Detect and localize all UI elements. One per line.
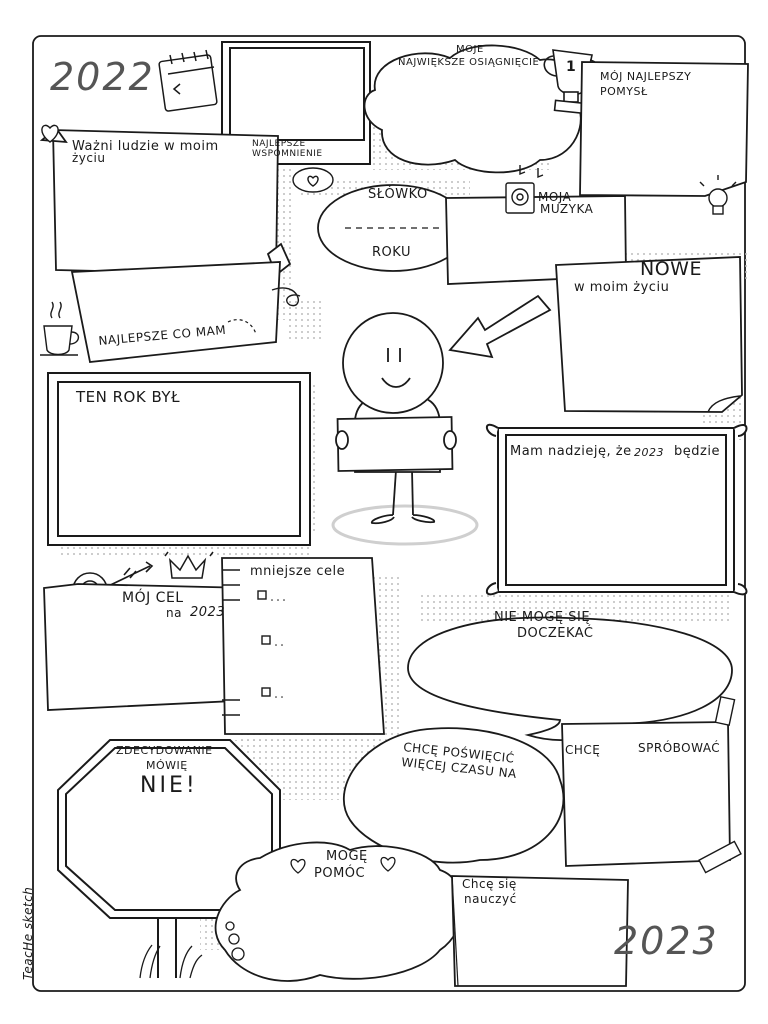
- new-label-1: Nowe: [640, 258, 702, 280]
- heart-speech-bubble: [292, 167, 334, 193]
- brand-label: TeacHe sketch: [21, 886, 35, 980]
- heart-icon: [290, 856, 396, 874]
- goal-label-2: na: [166, 606, 182, 620]
- best-idea-label-2: pomysł: [600, 85, 648, 98]
- say-no-label-3: NIE!: [140, 773, 198, 798]
- smaller-goals-label: mniejsze cele: [250, 564, 346, 579]
- hope-year: 2023: [634, 446, 664, 459]
- teacup-icon: [40, 301, 80, 356]
- best-idea-label-1: Mój najlepszy: [600, 70, 692, 83]
- want-try-label-2: spróbować: [638, 741, 721, 755]
- year-2022-label: 2022: [50, 55, 155, 99]
- important-people-label-1: Ważni ludzie w moim: [72, 139, 219, 154]
- best-memories-photo: [229, 47, 365, 141]
- bubble-dots: [225, 921, 245, 961]
- important-people-label-2: życiu: [72, 151, 106, 165]
- cant-wait-label-1: Nie mogę się: [494, 610, 591, 625]
- page-border: [32, 35, 746, 992]
- music-label-1: Moja: [538, 190, 572, 204]
- hope-label-1: Mam nadzieję, że: [510, 444, 632, 459]
- important-people-banner: [39, 126, 292, 277]
- new-label-2: w moim życiu: [574, 280, 670, 295]
- heart-icon: [41, 124, 59, 143]
- cant-wait-bubble: [407, 616, 733, 741]
- achievement-label-2: największe osiągnięcie: [398, 57, 540, 68]
- learn-label-1: Chcę się: [462, 877, 517, 891]
- lightbulb-icon: [699, 175, 737, 215]
- year-2023-label: 2023: [614, 919, 719, 963]
- notebook-rings: [222, 569, 240, 716]
- arrow-icon: [448, 294, 552, 359]
- music-label-2: muzyka: [540, 202, 594, 216]
- cant-wait-label-2: doczekać: [517, 626, 594, 641]
- learn-label-2: nauczyć: [464, 892, 517, 906]
- best-memories-label: najlepsze wspomnienie: [252, 139, 323, 159]
- tape-icon: [698, 695, 742, 874]
- want-try-label-1: Chcę: [565, 743, 601, 757]
- hope-label-2: będzie: [674, 444, 720, 459]
- achievement-cloud: [363, 44, 582, 174]
- calendar-icon: [158, 49, 218, 112]
- stick-figure: [331, 312, 479, 546]
- can-help-cloud: [214, 841, 464, 982]
- checkboxes: [257, 590, 271, 697]
- best-i-have-banner: [70, 261, 281, 363]
- word-label-1: SŁÓWKO: [368, 187, 428, 202]
- say-no-sign: [57, 739, 281, 979]
- can-help-label-1: Mogę: [326, 849, 368, 864]
- year-was-label: TEN ROK BYŁ: [76, 388, 181, 406]
- want-learn-box: [451, 875, 629, 987]
- best-idea-box: [579, 61, 749, 197]
- hope-frame: [485, 423, 748, 596]
- trophy-number: 1: [566, 59, 577, 75]
- say-no-label-1: Zdecydowanie: [116, 744, 213, 757]
- smaller-goals-notebook: [221, 557, 385, 735]
- can-help-label-2: pomóc: [314, 866, 366, 881]
- say-no-label-2: mówię: [146, 759, 188, 772]
- word-label-2: ROKU: [372, 245, 411, 260]
- new-in-life-box: [555, 256, 743, 413]
- goal-year: 2023: [190, 605, 226, 620]
- year-was-frame-inner: [57, 381, 301, 537]
- music-note-icon: [505, 165, 544, 214]
- more-time-cloud: [342, 727, 565, 864]
- achievement-label-1: Moje: [456, 44, 484, 55]
- crown-icon: [164, 551, 214, 579]
- goal-label-1: mój CEL: [122, 590, 184, 606]
